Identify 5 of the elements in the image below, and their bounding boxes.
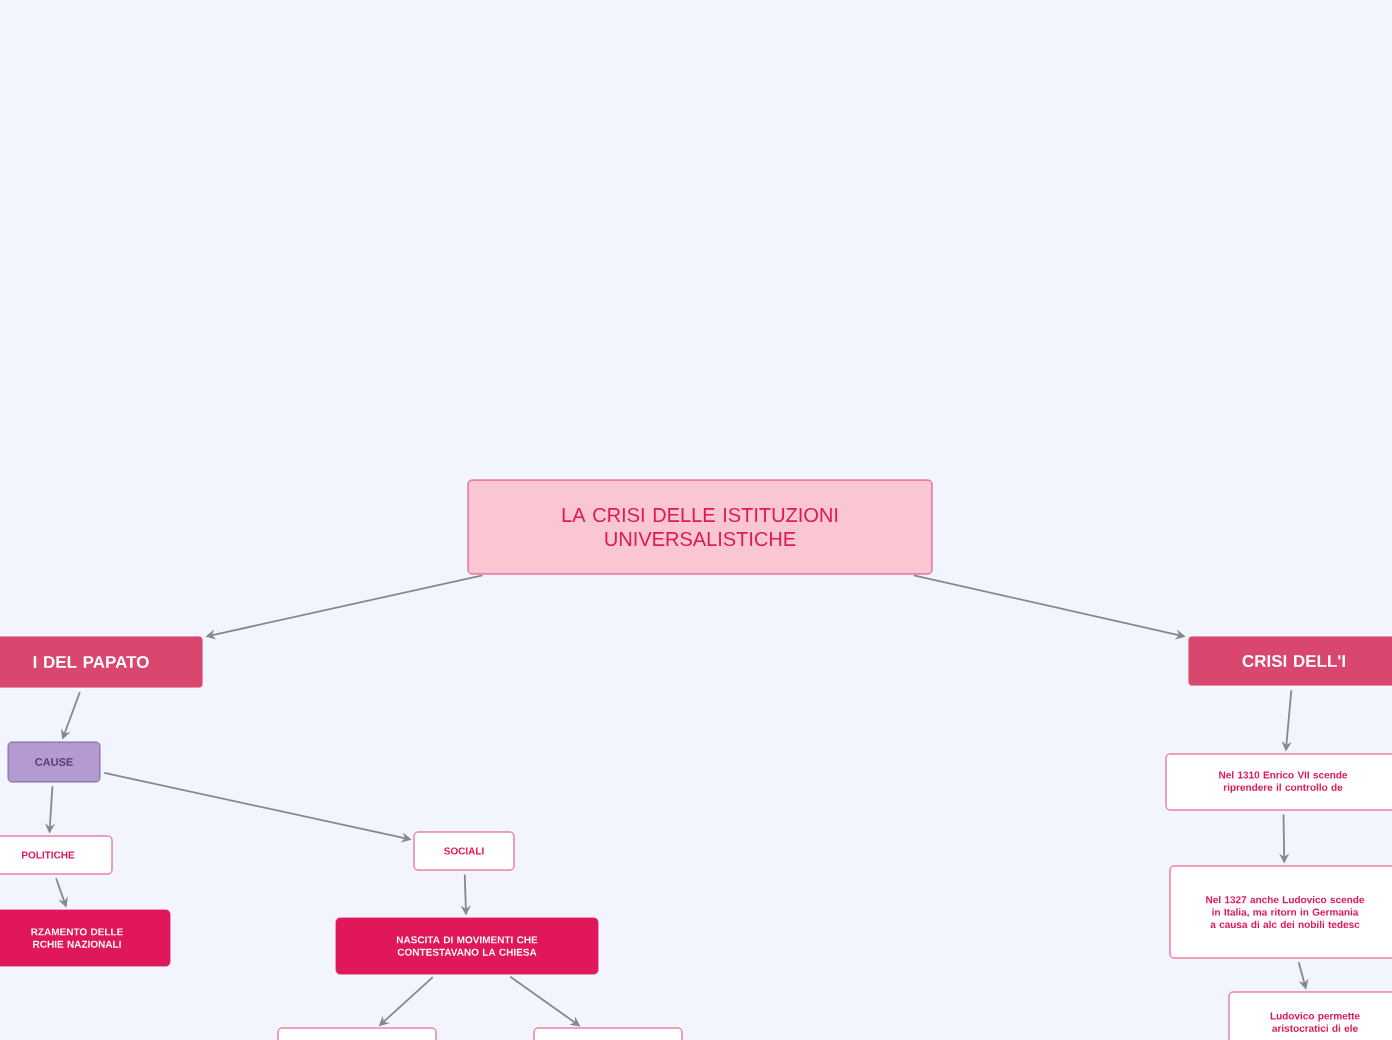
branch-box: I DEL PAPATO: [0, 635, 204, 689]
title-box: LA CRISI DELLE ISTITUZIONI UNIVERSALISTICHE: [467, 479, 933, 575]
empty-box: [533, 1027, 683, 1040]
branch-box: CRISI DELL'I: [1187, 635, 1392, 687]
empty-box: [277, 1027, 437, 1040]
